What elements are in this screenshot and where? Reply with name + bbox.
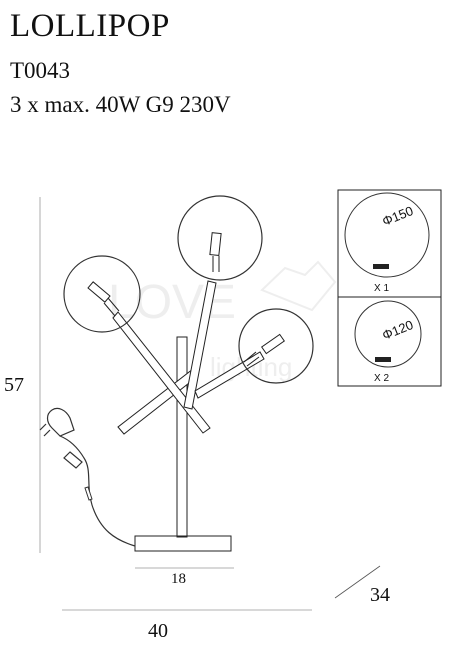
product-title: LOLLIPOP [10, 8, 170, 44]
watermark-text: LOVE [108, 276, 236, 329]
globe-top [177, 195, 263, 281]
lamp-arm-upper [183, 280, 217, 410]
bulb-top-icon [209, 232, 222, 257]
globe-right [238, 308, 314, 384]
bulb-left-icon [87, 281, 111, 303]
lamp-arm-right [194, 351, 265, 399]
variant-2-quantity: X 2 [374, 373, 390, 384]
watermark-heart-icon [260, 260, 337, 312]
variant-1-quantity: X 1 [374, 283, 390, 294]
cable-switch-icon [84, 486, 93, 501]
product-spec: 3 x max. 40W G9 230V [10, 92, 231, 117]
variant-holder-150-icon [373, 264, 389, 269]
lamp-cable [59, 435, 136, 547]
depth-dimension-line [334, 565, 381, 599]
height-value: 57 [4, 374, 24, 396]
lamp-pole [176, 336, 188, 538]
bulb-right-icon [260, 333, 286, 355]
base-value: 18 [171, 571, 186, 587]
bulb-left-holder [103, 302, 116, 317]
variant-holder-120-icon [375, 357, 391, 362]
product-code: T0043 [10, 58, 71, 83]
variant-globe-120 [354, 300, 422, 368]
depth-value: 34 [370, 584, 390, 606]
plug-icon [39, 407, 83, 469]
lamp-base [134, 535, 232, 552]
variant-panel [337, 189, 442, 387]
variant-globe-150 [344, 192, 430, 278]
bulb-right-holder [243, 351, 257, 363]
width-value: 40 [148, 620, 168, 642]
globe-left [63, 255, 141, 333]
